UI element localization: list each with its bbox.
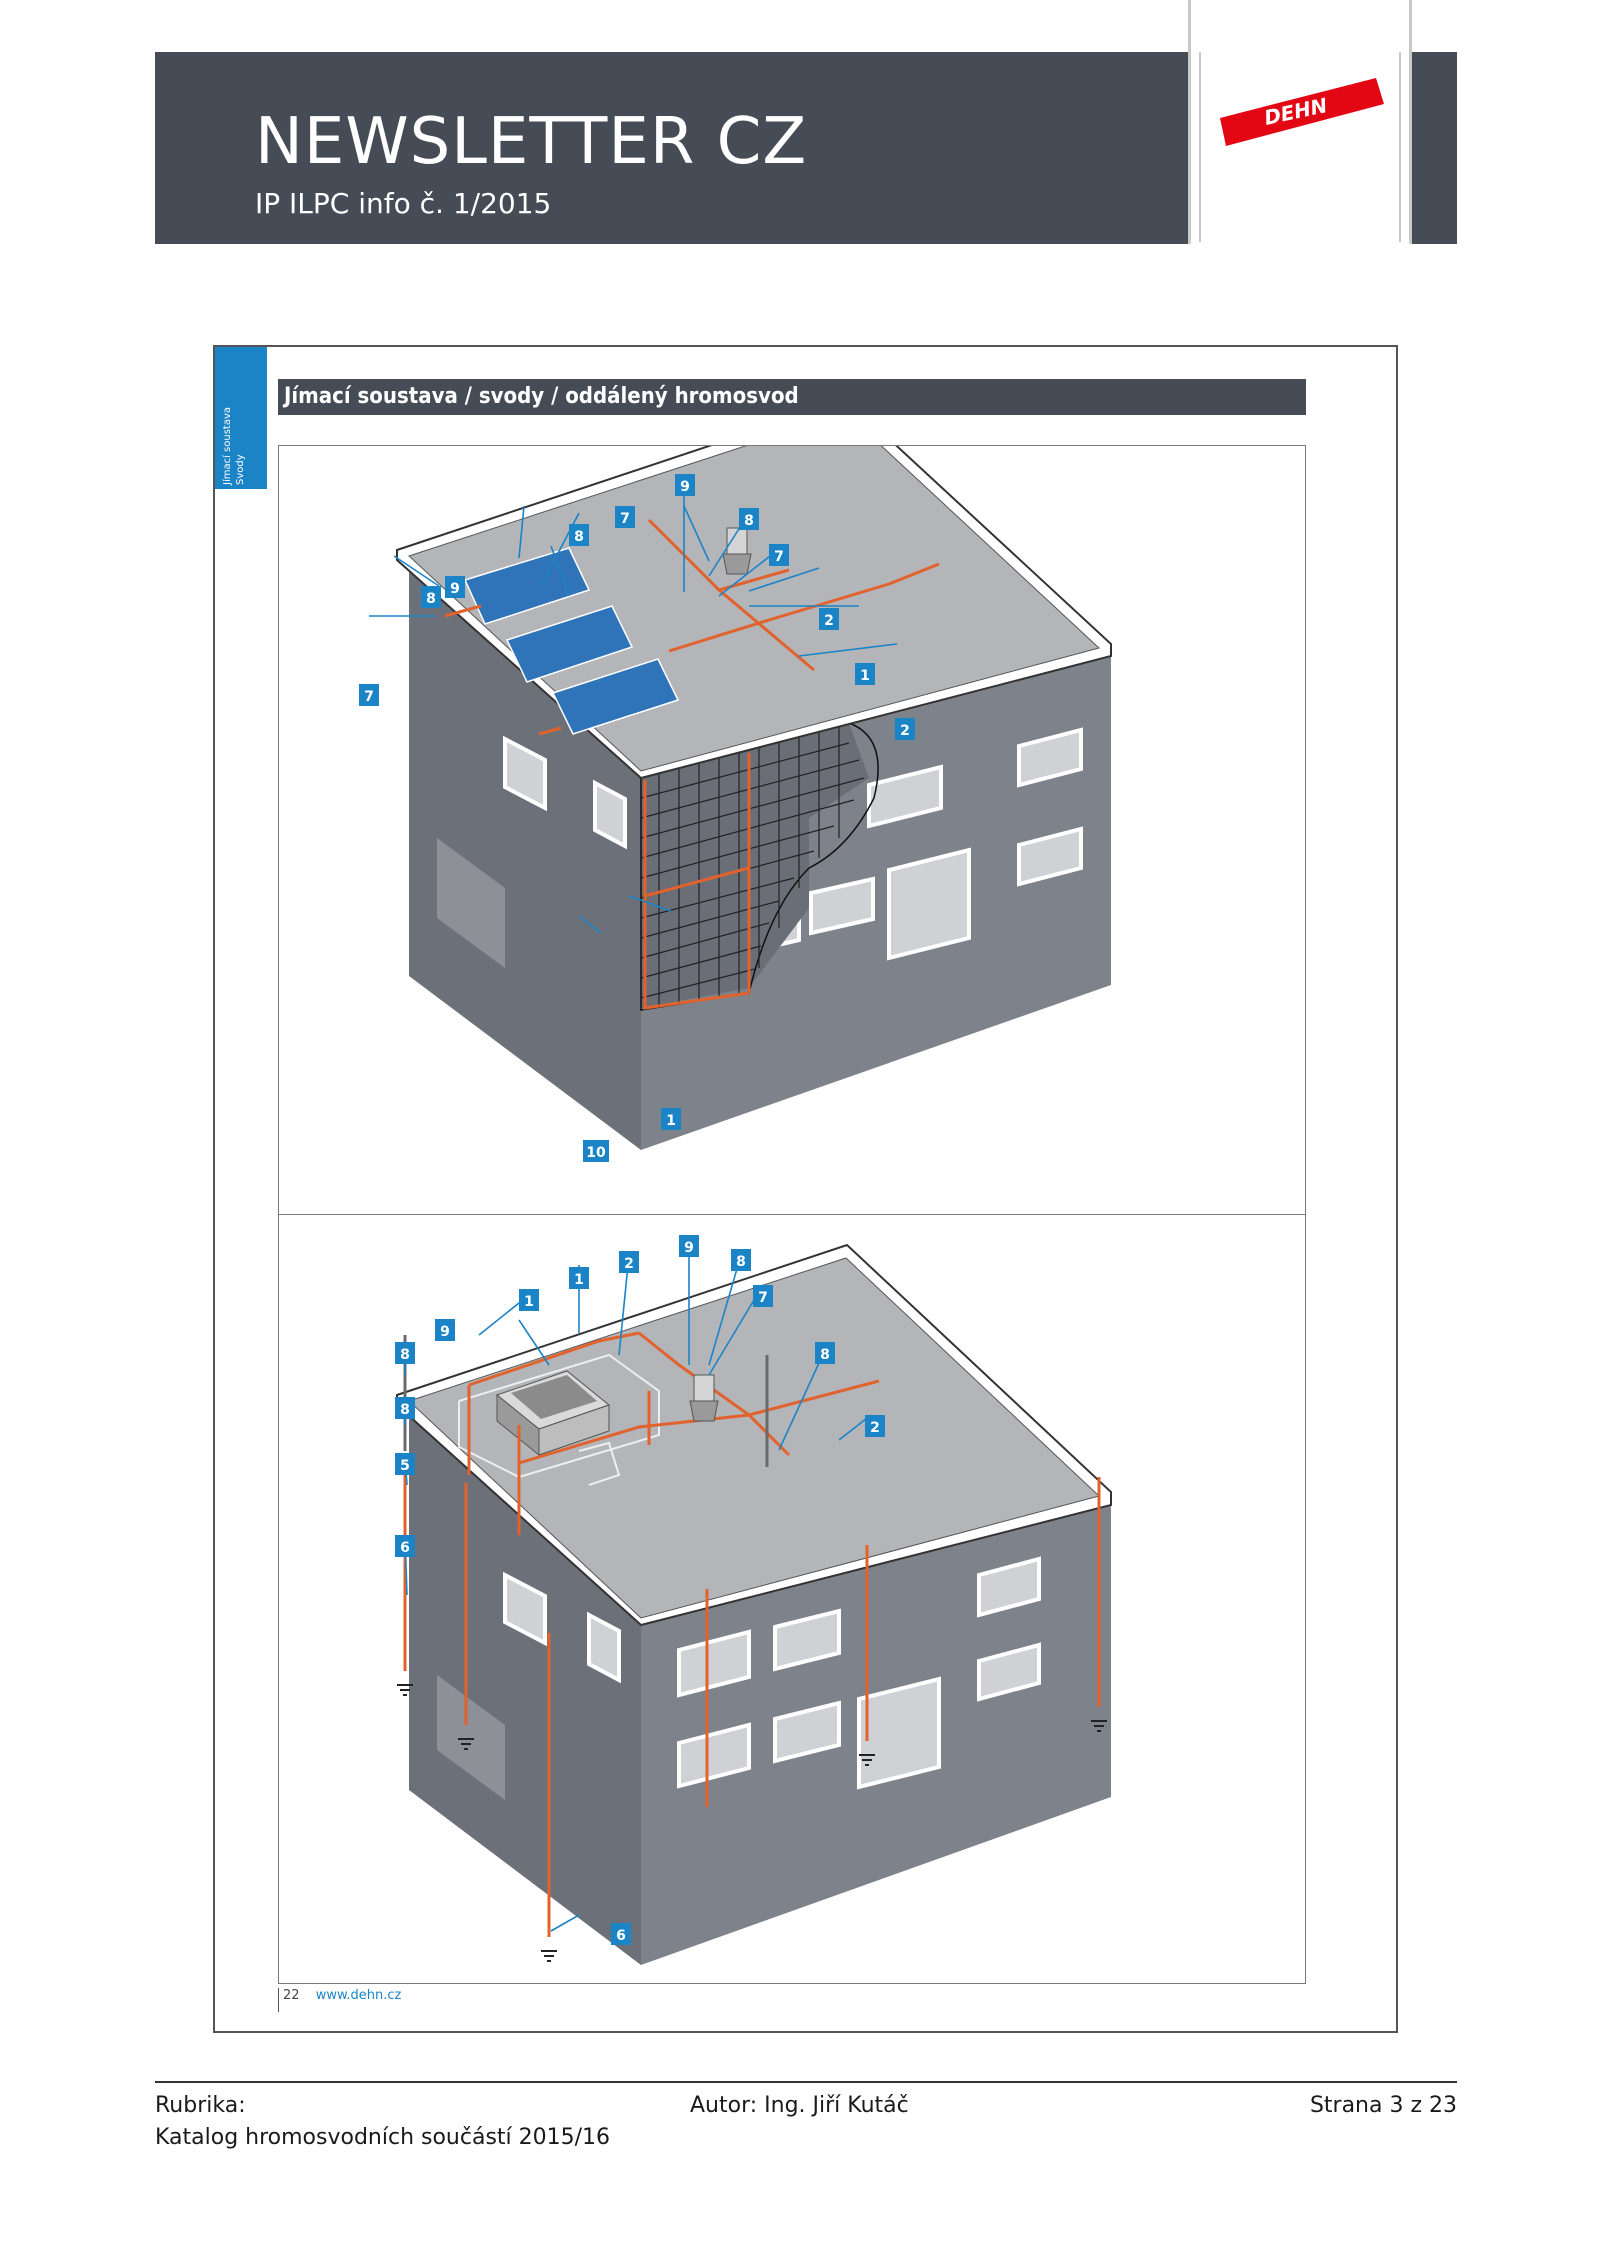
dehn-logo-icon: DEHN [1220, 78, 1384, 146]
logo-card-line [1199, 52, 1201, 242]
illustration-bottom: 9 8 2 1 7 1 9 8 8 8 2 5 6 6 [278, 1214, 1306, 1984]
side-tab-line2: Svody [235, 454, 246, 485]
logo-card-lower: DEHN [1188, 52, 1412, 244]
callout-7-a: 7 [615, 506, 635, 528]
section-title: Jímací soustava / svody / oddálený hromo… [278, 379, 1306, 415]
callout-7-c: 7 [359, 684, 379, 706]
svg-text:1: 1 [574, 1272, 584, 1288]
svg-text:9: 9 [450, 581, 460, 597]
callout-7-d: 7 [753, 1285, 773, 1307]
svg-text:8: 8 [426, 591, 436, 607]
svg-text:6: 6 [616, 1928, 626, 1944]
callout-2-a: 2 [819, 608, 839, 630]
svg-text:8: 8 [744, 513, 754, 529]
author: Autor: Ing. Jiří Kutáč [690, 2093, 909, 2118]
svg-text:9: 9 [680, 479, 690, 495]
svg-text:8: 8 [736, 1254, 746, 1270]
callout-8-a: 8 [569, 524, 589, 546]
callout-8-d: 8 [731, 1249, 751, 1271]
svg-text:10: 10 [586, 1145, 606, 1161]
callout-9-a: 9 [675, 474, 695, 496]
callout-2-b: 2 [895, 718, 915, 740]
callout-10: 10 [583, 1140, 609, 1162]
logo-card-line [1399, 52, 1401, 242]
svg-text:2: 2 [900, 723, 910, 739]
newsletter-title: NEWSLETTER CZ [255, 105, 808, 179]
callout-8-e: 8 [395, 1342, 415, 1364]
svg-text:9: 9 [684, 1240, 694, 1256]
svg-text:2: 2 [870, 1420, 880, 1436]
svg-text:2: 2 [624, 1256, 634, 1272]
callout-2-c: 2 [619, 1251, 639, 1273]
svg-text:2: 2 [824, 613, 834, 629]
callout-9-d: 9 [435, 1319, 455, 1341]
svg-text:9: 9 [440, 1324, 450, 1340]
svg-text:8: 8 [820, 1347, 830, 1363]
callout-1-d: 1 [519, 1289, 539, 1311]
svg-text:7: 7 [364, 689, 374, 705]
svg-text:8: 8 [400, 1347, 410, 1363]
newsletter-subtitle: IP ILPC info č. 1/2015 [255, 187, 552, 220]
callout-6-a: 6 [395, 1535, 415, 1557]
svg-text:8: 8 [400, 1402, 410, 1418]
svg-text:7: 7 [774, 549, 784, 565]
rubrika-value: Katalog hromosvodních součástí 2015/16 [155, 2125, 611, 2150]
catalog-url[interactable]: www.dehn.cz [315, 1988, 402, 2003]
callout-1-b: 1 [661, 1108, 681, 1130]
svg-text:7: 7 [620, 511, 630, 527]
catalog-page: Jímací soustava Svody Jímací soustava / … [213, 345, 1398, 2033]
svg-text:5: 5 [400, 1458, 410, 1474]
callout-7-b: 7 [769, 544, 789, 566]
svg-text:8: 8 [574, 529, 584, 545]
callout-8-f: 8 [395, 1397, 415, 1419]
building-illustration-top: 9 7 8 8 7 8 9 7 2 1 2 1 10 [359, 446, 1112, 1162]
callout-1-c: 1 [569, 1267, 589, 1289]
callout-9-c: 9 [679, 1235, 699, 1257]
svg-text:6: 6 [400, 1540, 410, 1556]
building-illustration-bottom: 9 8 2 1 7 1 9 8 8 8 2 5 6 6 [395, 1235, 1112, 1965]
catalog-page-footer: 22 www.dehn.cz [278, 1988, 401, 2012]
svg-text:1: 1 [524, 1294, 534, 1310]
svg-text:1: 1 [860, 668, 870, 684]
svg-text:1: 1 [666, 1113, 676, 1129]
footer-rule [155, 2081, 1457, 2083]
side-tab-line1: Jímací soustava [222, 406, 233, 485]
callout-6-b: 6 [611, 1923, 631, 1945]
logo-card [1188, 0, 1412, 52]
callout-2-d: 2 [865, 1415, 885, 1437]
callout-5: 5 [395, 1453, 415, 1475]
page-indicator: Strana 3 z 23 [1309, 2093, 1457, 2118]
svg-text:7: 7 [758, 1290, 768, 1306]
rubrika-label: Rubrika: [155, 2093, 246, 2118]
illustration-top: 9 7 8 8 7 8 9 7 2 1 2 1 10 [278, 445, 1306, 1215]
callout-9-b: 9 [445, 576, 465, 598]
catalog-page-number: 22 [283, 1988, 300, 2003]
callout-1-a: 1 [855, 663, 875, 685]
side-tab: Jímací soustava Svody [215, 347, 267, 489]
callout-8-c: 8 [421, 586, 441, 608]
callout-8-b: 8 [739, 508, 759, 530]
callout-8-g: 8 [815, 1342, 835, 1364]
